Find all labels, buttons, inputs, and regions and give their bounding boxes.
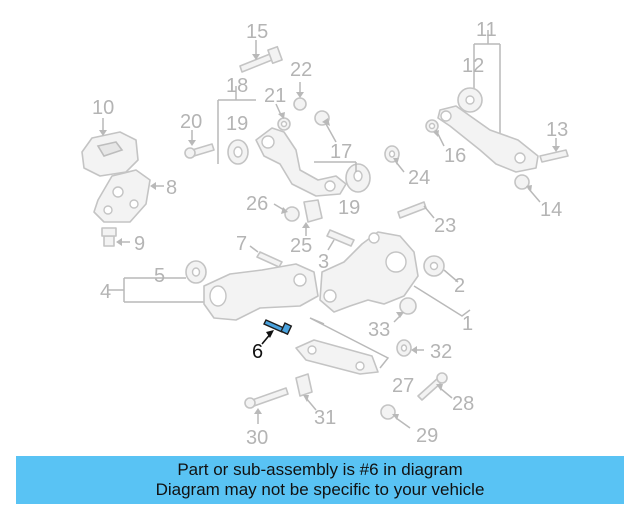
callout-5: 5 [154, 265, 165, 287]
part-31-bracket [295, 373, 313, 397]
callout-24: 24 [408, 167, 430, 189]
part-14-nut [514, 174, 530, 190]
callout-19-lower: 19 [338, 197, 360, 219]
callout-15: 15 [246, 21, 268, 43]
part-6-bolt-highlighted [263, 319, 293, 336]
callout-2: 2 [454, 275, 465, 297]
callout-22: 22 [290, 59, 312, 81]
callout-29: 29 [416, 425, 438, 447]
callout-28: 28 [452, 393, 474, 415]
part-8-mount-bracket [93, 169, 151, 223]
part-3-bolt [326, 229, 355, 247]
callout-6: 6 [252, 341, 263, 363]
callout-23: 23 [434, 215, 456, 237]
part-28-bolt [417, 372, 448, 401]
callout-25: 25 [290, 235, 312, 257]
callout-9: 9 [134, 233, 145, 255]
callout-1: 1 [462, 313, 473, 335]
part-11-arm [437, 105, 539, 173]
callout-21: 21 [264, 85, 286, 107]
part-5-bushing [185, 260, 207, 284]
part-7-bolt [256, 251, 283, 268]
part-19-bushing-upper [227, 139, 249, 165]
callout-18: 18 [226, 75, 248, 97]
callout-14: 14 [540, 199, 562, 221]
callout-16: 16 [444, 145, 466, 167]
banner-line-2: Diagram may not be specific to your vehi… [155, 480, 485, 499]
callout-19-upper: 19 [226, 113, 248, 135]
callout-17: 17 [330, 141, 352, 163]
callout-33: 33 [368, 319, 390, 341]
part-22-nut [293, 97, 307, 111]
part-9-bolt [101, 227, 117, 247]
part-15-bolt [239, 45, 283, 73]
callout-31: 31 [314, 407, 336, 429]
info-banner: Part or sub-assembly is #6 in diagram Di… [16, 456, 624, 504]
callout-30: 30 [246, 427, 268, 449]
callout-26: 26 [246, 193, 268, 215]
part-20-bolt [184, 143, 215, 159]
part-25-bracket [303, 199, 323, 223]
callout-7: 7 [236, 233, 247, 255]
part-1-knuckle [319, 231, 419, 313]
part-26-nut [284, 206, 300, 222]
callout-32: 32 [430, 341, 452, 363]
part-23-bolt [397, 201, 427, 219]
part-2-bushing [423, 255, 445, 277]
callout-4: 4 [100, 281, 111, 303]
part-16-washer [425, 119, 439, 133]
part-30-bolt [244, 387, 289, 409]
callout-10: 10 [92, 97, 114, 119]
part-19-bushing-lower [345, 163, 371, 193]
part-13-bolt [539, 149, 569, 163]
callout-8: 8 [166, 177, 177, 199]
banner-line-1: Part or sub-assembly is #6 in diagram [177, 460, 463, 479]
callout-11: 11 [476, 19, 497, 41]
callout-20: 20 [180, 111, 202, 133]
part-32-washer [396, 339, 412, 357]
part-12-bushing [457, 87, 483, 113]
part-27-lower-link [295, 339, 379, 375]
callout-13: 13 [546, 119, 568, 141]
part-18-upper-arm [255, 127, 347, 197]
part-33-nut [399, 297, 417, 315]
part-29-nut [380, 404, 396, 420]
callout-3: 3 [318, 251, 329, 273]
callout-12: 12 [462, 55, 484, 77]
part-4-lower-arm [203, 263, 319, 321]
callout-27: 27 [392, 375, 414, 397]
part-10-mount-cover [81, 131, 139, 177]
